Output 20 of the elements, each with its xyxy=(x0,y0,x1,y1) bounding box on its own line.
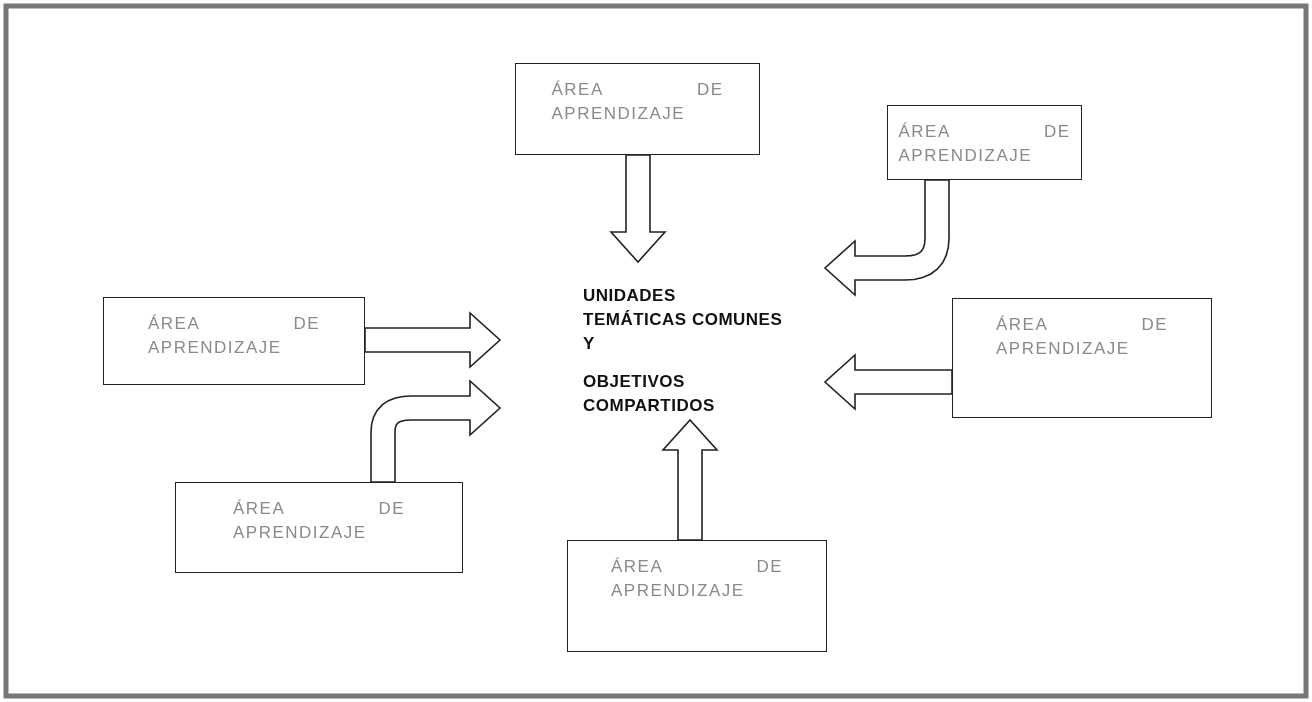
block-arrow xyxy=(823,179,950,297)
center-label: UNIDADES TEMÁTICAS COMUNES Y xyxy=(583,285,783,355)
block-arrow xyxy=(823,353,953,411)
box-label: ÁREA DE APRENDIZAJE xyxy=(898,121,1071,167)
box-label: ÁREA DE APRENDIZAJE xyxy=(996,314,1168,360)
block-arrow xyxy=(370,379,502,483)
block-arrow xyxy=(364,311,502,369)
box-label: ÁREA DE APRENDIZAJE xyxy=(551,79,724,125)
box-label: ÁREA DE APRENDIZAJE xyxy=(148,313,320,359)
area-box xyxy=(887,105,1082,180)
box-label: ÁREA DE APRENDIZAJE xyxy=(611,556,783,602)
area-box xyxy=(567,540,827,652)
center-label: OBJETIVOS COMPARTIDOS xyxy=(583,371,716,417)
area-box xyxy=(952,298,1212,418)
area-box xyxy=(175,482,463,573)
area-box xyxy=(103,297,365,385)
block-arrow xyxy=(609,154,667,264)
area-box xyxy=(515,63,760,155)
box-label: ÁREA DE APRENDIZAJE xyxy=(233,498,405,544)
block-arrow xyxy=(661,418,719,541)
